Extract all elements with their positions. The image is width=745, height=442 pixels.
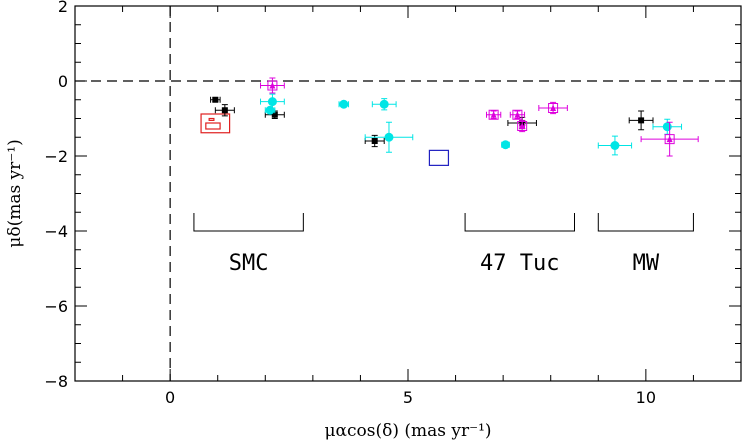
data-points: [210, 77, 699, 157]
y-tick-label: −6: [44, 297, 68, 316]
y-tick-label: 2: [58, 0, 68, 16]
square-outline-marker: [488, 109, 499, 120]
data-point: [509, 109, 526, 120]
circle-marker: [379, 99, 389, 109]
square-marker: [221, 107, 228, 114]
y-tick-label: −2: [44, 147, 68, 166]
data-point: [264, 105, 276, 115]
group-label: MW: [633, 251, 660, 276]
square-outline-marker: [664, 134, 675, 145]
triangle-marker: [666, 135, 673, 143]
square-marker: [271, 111, 278, 118]
x-tick-label: 5: [403, 388, 413, 407]
data-point: [640, 121, 699, 157]
region-box: [428, 149, 450, 166]
x-axis-label: μαcos(δ) (mas yr⁻¹): [324, 421, 491, 441]
data-point: [597, 135, 633, 156]
circle-marker: [384, 132, 394, 142]
circle-marker: [662, 122, 672, 132]
triangle-marker: [269, 82, 276, 89]
data-point: [485, 109, 502, 120]
group-brackets: SMC 47 Tuc MW: [193, 213, 694, 276]
reference-lines: [75, 6, 741, 381]
axis-ticks: [74, 5, 742, 382]
square-outline-marker: [512, 109, 523, 120]
y-tick-label: −4: [44, 222, 68, 241]
tick-labels: 0 5 10 2 0 −2 −4 −6 −8: [44, 0, 656, 407]
triangle-marker: [550, 104, 557, 111]
data-point: [371, 98, 397, 111]
region-box: [208, 117, 215, 121]
group-bracket: [597, 213, 694, 232]
square-outline-marker: [548, 103, 559, 113]
data-point: [210, 96, 221, 103]
data-point: [628, 110, 654, 131]
circle-marker: [267, 97, 277, 107]
data-point: [364, 121, 414, 153]
x-tick-label: 0: [165, 388, 175, 407]
group-bracket: [193, 213, 304, 232]
data-point: [652, 118, 683, 135]
region-box: [205, 122, 221, 130]
y-axis-label: μδ(mas yr⁻¹): [5, 139, 25, 247]
plot-frame: [74, 5, 742, 382]
data-point: [338, 99, 350, 109]
triangle-marker: [514, 111, 521, 118]
square-marker: [212, 96, 219, 103]
circle-marker: [501, 140, 511, 150]
circle-marker: [610, 141, 620, 150]
triangle-marker: [490, 111, 497, 118]
region-box: [200, 113, 231, 134]
data-point: [501, 140, 511, 150]
square-outline-marker: [267, 80, 278, 91]
region-boxes: [200, 113, 450, 166]
square-marker: [638, 117, 645, 124]
group-bracket: [464, 213, 575, 232]
group-label: SMC: [229, 251, 269, 276]
y-tick-label: 0: [58, 72, 68, 91]
y-tick-label: −8: [44, 372, 68, 391]
group-label: 47 Tuc: [480, 251, 559, 276]
circle-marker: [265, 105, 275, 115]
square-marker: [371, 138, 378, 144]
x-tick-label: 10: [636, 388, 656, 407]
data-point: [214, 104, 235, 117]
data-point: [538, 101, 568, 115]
data-point: [517, 119, 528, 133]
triangle-marker: [519, 122, 526, 129]
circle-marker: [339, 99, 349, 109]
data-point: [260, 77, 285, 94]
square-outline-marker: [517, 121, 528, 131]
